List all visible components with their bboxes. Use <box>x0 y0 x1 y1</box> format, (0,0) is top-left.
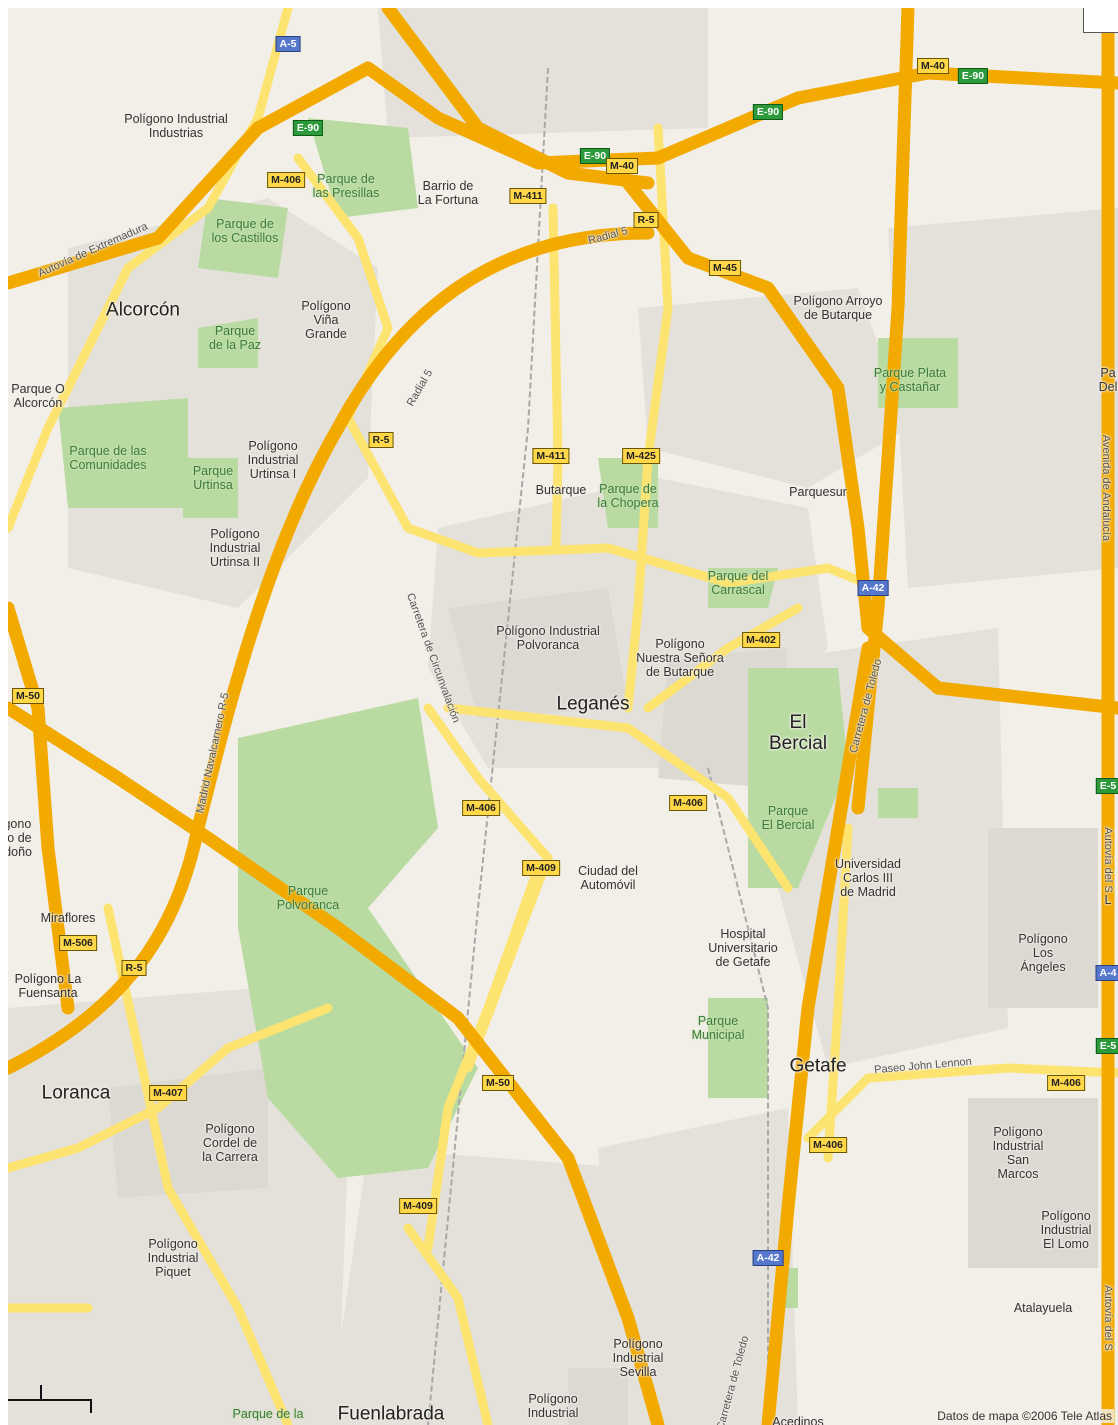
road-shield: E-90 <box>957 68 989 84</box>
road-shield: M-425 <box>622 448 660 464</box>
road-shield: M-409 <box>522 860 560 876</box>
road-shield: E-90 <box>579 148 611 164</box>
road-shield: R-5 <box>368 432 394 448</box>
road-shield: M-40 <box>606 158 638 174</box>
map-corner-control[interactable] <box>1083 8 1118 33</box>
road-shield: M-406 <box>1047 1075 1085 1091</box>
road-shield: R-5 <box>121 960 147 976</box>
road-shield: M-407 <box>149 1085 187 1101</box>
road-shield: M-406 <box>462 800 500 816</box>
road-shield: M-406 <box>669 795 707 811</box>
road-shield: M-411 <box>532 448 570 464</box>
map-attribution: Datos de mapa ©2006 Tele Atlas <box>935 1409 1114 1423</box>
road-shield: M-406 <box>809 1137 847 1153</box>
map-base-layer <box>8 8 1118 1425</box>
road-shield: A-5 <box>275 36 301 52</box>
road-shield: E-90 <box>292 120 324 136</box>
scale-bar <box>8 1385 98 1413</box>
road-shield: M-402 <box>742 632 780 648</box>
road-shield: A-4 <box>1095 965 1118 981</box>
road-shield: M-50 <box>12 688 44 704</box>
motorways <box>8 8 1118 1425</box>
road-shield: E-5 <box>1095 778 1118 794</box>
road-shield: M-506 <box>59 935 97 951</box>
road-shield: M-409 <box>399 1198 437 1214</box>
road-shield: E-90 <box>752 104 784 120</box>
road-shield: M-40 <box>917 58 949 74</box>
road-shield: A-42 <box>752 1250 784 1266</box>
road-shield: E-5 <box>1095 1038 1118 1054</box>
road-shield: M-50 <box>482 1075 514 1091</box>
road-shield: M-406 <box>267 172 305 188</box>
road-shield: A-42 <box>857 580 889 596</box>
road-shield: M-45 <box>709 260 741 276</box>
road-shield: M-411 <box>509 188 547 204</box>
road-shield: R-5 <box>633 212 659 228</box>
